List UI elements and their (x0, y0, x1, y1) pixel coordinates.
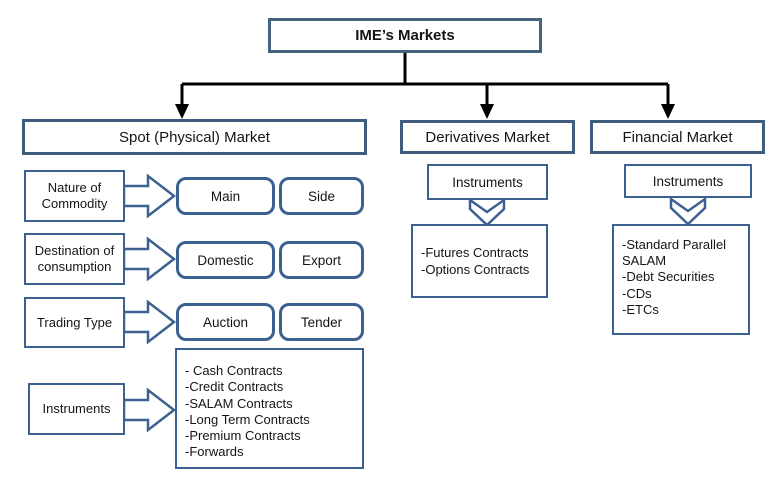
option-label: Auction (202, 314, 249, 330)
list-item: -Premium Contracts (185, 428, 301, 444)
list-item: -ETCs (622, 301, 659, 317)
option-tender: Tender (279, 303, 364, 341)
option-auction: Auction (176, 303, 275, 341)
list-item: -Forwards (185, 444, 244, 460)
list-item: -Standard Parallel SALAM (622, 237, 727, 269)
option-export: Export (279, 241, 364, 279)
financial-market-node: Financial Market (590, 120, 765, 154)
derivatives-instruments-list: -Futures Contracts -Options Contracts (411, 224, 548, 298)
right-arrow-icon (122, 236, 177, 282)
root-node: IME’s Markets (268, 18, 542, 53)
right-arrow-icon (122, 387, 177, 433)
option-label: Side (307, 188, 336, 204)
list-item: -SALAM Contracts (185, 395, 293, 411)
option-label: Domestic (197, 252, 254, 268)
list-item: -CDs (622, 285, 652, 301)
list-item: -Options Contracts (421, 261, 530, 277)
right-arrow-icon (122, 299, 177, 345)
derivatives-market-label: Derivatives Market (425, 128, 550, 146)
category-instruments: Instruments (28, 383, 125, 435)
right-arrow-icon (122, 173, 177, 219)
down-chevron-icon (468, 197, 506, 227)
option-main: Main (176, 177, 275, 215)
list-item: -Futures Contracts (421, 245, 529, 260)
financial-instruments-node: Instruments (624, 164, 752, 198)
spot-market-label: Spot (Physical) Market (119, 128, 270, 146)
category-label: Nature of Commodity (41, 180, 108, 211)
down-chevron-icon (669, 196, 707, 226)
category-label: Destination of consumption (34, 243, 115, 274)
category-label: Trading Type (36, 314, 113, 330)
instruments-label: Instruments (452, 174, 523, 190)
option-side: Side (279, 177, 364, 215)
category-destination-of-consumption: Destination of consumption (24, 233, 125, 285)
financial-market-label: Financial Market (622, 128, 733, 146)
list-item: -Credit Contracts (185, 379, 284, 395)
category-label: Instruments (42, 401, 111, 416)
option-label: Main (210, 188, 241, 204)
option-label: Export (301, 252, 342, 268)
instruments-label: Instruments (652, 173, 724, 189)
list-item: -Long Term Contracts (185, 411, 310, 427)
derivatives-instruments-node: Instruments (427, 164, 548, 200)
category-nature-of-commodity: Nature of Commodity (24, 170, 125, 222)
root-node-label: IME’s Markets (355, 27, 455, 44)
spot-instruments-list: - Cash Contracts -Credit Contracts -SALA… (175, 348, 364, 469)
spot-market-node: Spot (Physical) Market (22, 119, 367, 155)
derivatives-market-node: Derivatives Market (400, 120, 575, 154)
list-item: - Cash Contracts (185, 363, 283, 378)
list-item: -Debt Securities (622, 269, 715, 285)
option-domestic: Domestic (176, 241, 275, 279)
option-label: Tender (300, 314, 343, 330)
category-trading-type: Trading Type (24, 297, 125, 348)
financial-instruments-list: -Standard Parallel SALAM -Debt Securitie… (612, 224, 750, 335)
connector-arrowhead-icons (175, 104, 675, 119)
